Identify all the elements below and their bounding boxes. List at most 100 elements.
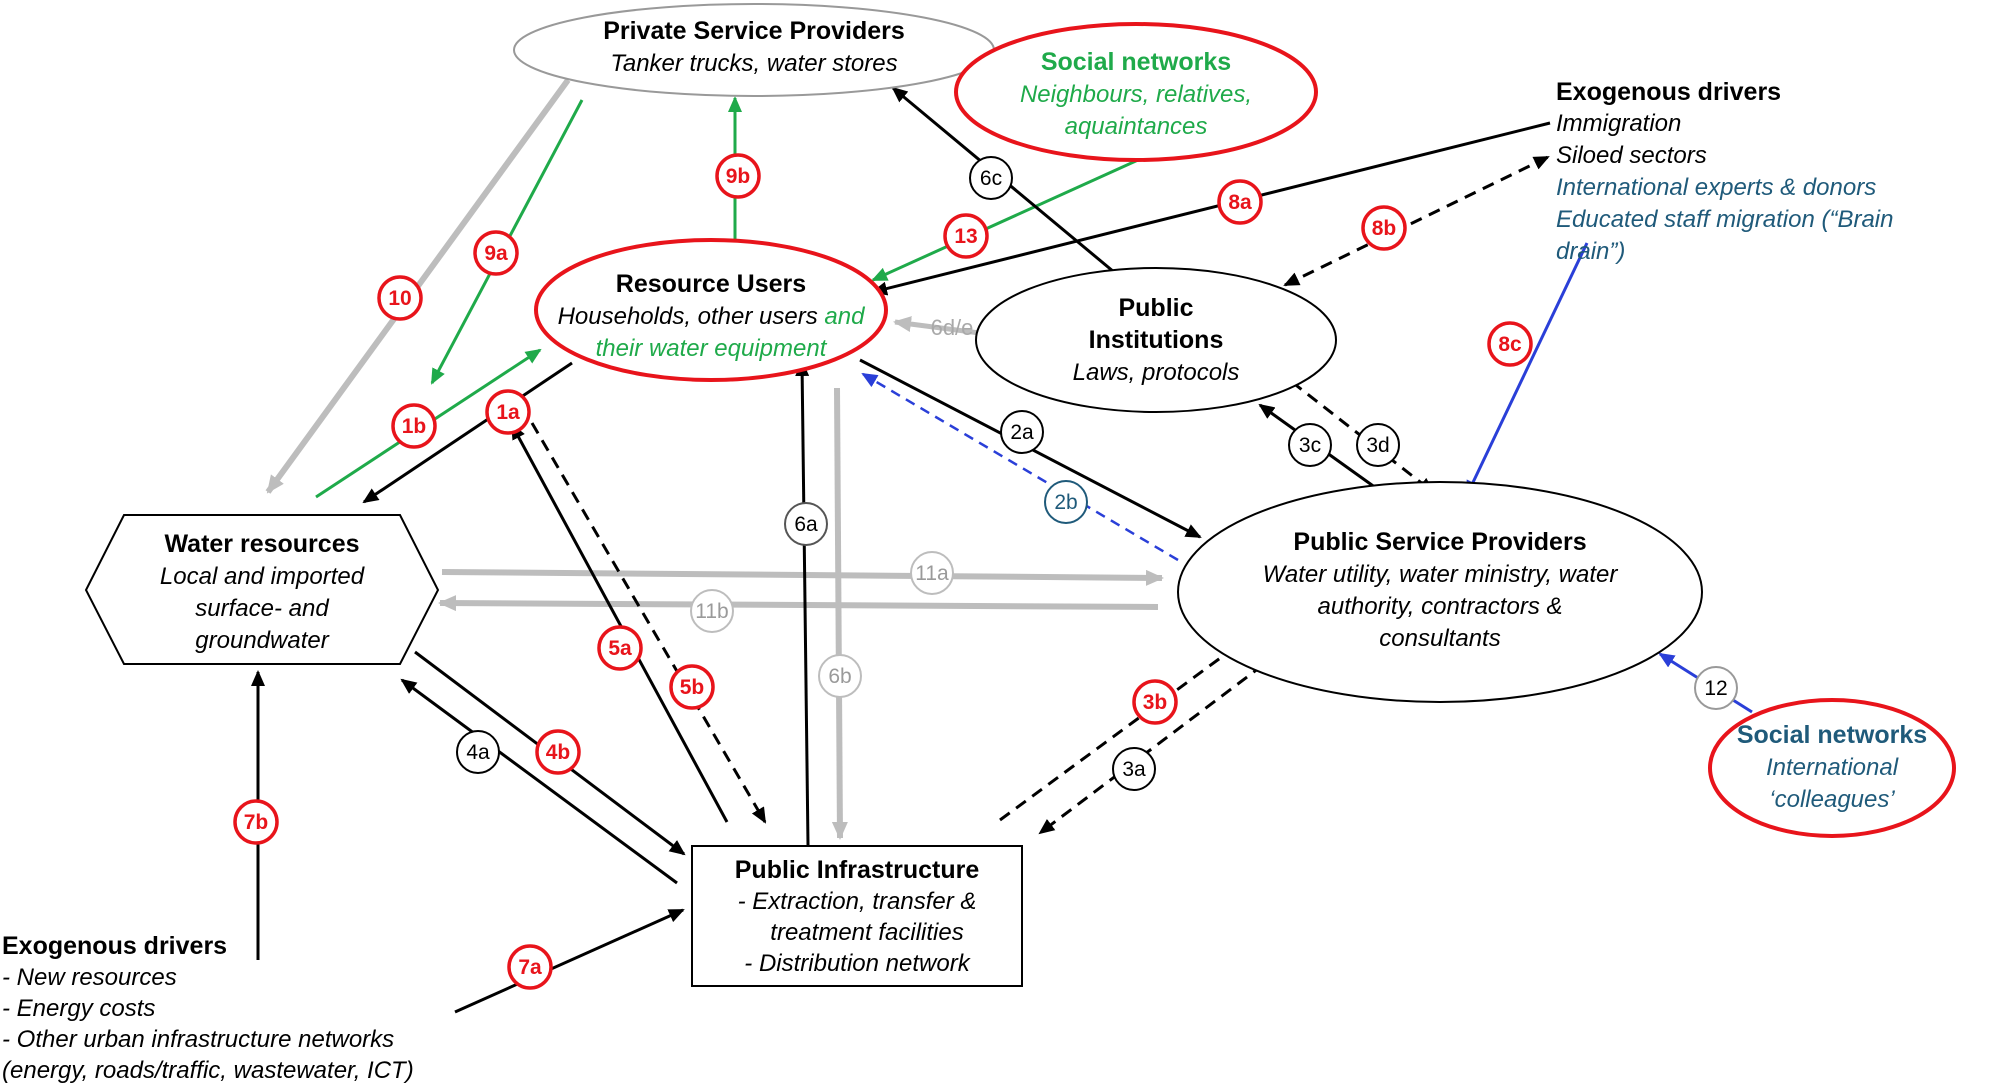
exogenous-top-title: Exogenous drivers bbox=[1556, 78, 1781, 106]
badge-13: 13 bbox=[943, 213, 989, 259]
exogenous-bottom-item: - New resources bbox=[2, 964, 177, 991]
svg-text:9b: 9b bbox=[726, 165, 751, 188]
resource-users-title: Resource Users bbox=[616, 270, 806, 298]
svg-text:5a: 5a bbox=[608, 637, 632, 660]
badge-3c: 3c bbox=[1288, 423, 1332, 467]
svg-text:5b: 5b bbox=[680, 676, 705, 699]
node-private-service-providers: Private Service Providers Tanker trucks,… bbox=[513, 3, 995, 97]
arrow-6a bbox=[795, 360, 810, 846]
node-public-service-providers: Public Service Providers Water utility, … bbox=[1177, 481, 1703, 703]
infrastructure-item: treatment facilities bbox=[770, 919, 963, 946]
badge-7b: 7b bbox=[233, 799, 279, 845]
arrow-8a bbox=[871, 121, 1551, 296]
svg-text:11b: 11b bbox=[695, 600, 728, 623]
resource-users-line2: their water equipment bbox=[596, 335, 828, 362]
resource-users-line1: Households, other users and bbox=[558, 303, 866, 330]
exogenous-top-item: International experts & donors bbox=[1556, 174, 1876, 201]
social-intl-line2: ‘colleagues’ bbox=[1769, 786, 1895, 813]
node-social-networks-local: Social networks Neighbours, relatives, a… bbox=[954, 22, 1318, 162]
infrastructure-item: - Distribution network bbox=[744, 950, 971, 977]
arrow-6b bbox=[831, 387, 848, 840]
public-institutions-subtitle: Laws, protocols bbox=[1073, 359, 1240, 386]
psp-line3: consultants bbox=[1379, 625, 1500, 652]
arrow-5a bbox=[510, 423, 729, 823]
arrow-8b bbox=[1283, 155, 1550, 287]
psp-line1: Water utility, water ministry, water bbox=[1263, 561, 1619, 588]
node-social-networks-international: Social networks International ‘colleague… bbox=[1708, 698, 1956, 838]
arrow-3b bbox=[999, 643, 1240, 822]
svg-text:3a: 3a bbox=[1122, 758, 1146, 781]
infrastructure-title: Public Infrastructure bbox=[735, 856, 980, 884]
svg-text:4b: 4b bbox=[546, 741, 571, 764]
water-resources-title: Water resources bbox=[165, 530, 360, 558]
badge-9b: 9b bbox=[715, 153, 761, 199]
social-intl-line1: International bbox=[1766, 754, 1899, 781]
arrow-5b bbox=[530, 422, 767, 824]
exogenous-top-item: Siloed sectors bbox=[1556, 142, 1707, 169]
arrow-7a bbox=[454, 908, 685, 1014]
node-water-resources: Water resources Local and imported surfa… bbox=[84, 514, 440, 665]
badge-4b: 4b bbox=[535, 729, 581, 775]
arrow-2b bbox=[861, 372, 1179, 562]
social-local-title: Social networks bbox=[1041, 48, 1231, 76]
badge-12: 12 bbox=[1694, 666, 1738, 710]
badge-3d: 3d bbox=[1356, 423, 1400, 467]
badge-9a: 9a bbox=[473, 230, 519, 276]
badge-1b: 1b bbox=[391, 403, 437, 449]
badge-2a: 2a bbox=[1000, 410, 1044, 454]
exogenous-bottom-item: (energy, roads/traffic, wastewater, ICT) bbox=[2, 1057, 414, 1084]
arrow-11a bbox=[441, 569, 1164, 586]
badge-6a: 6a bbox=[784, 502, 828, 546]
social-local-line2: aquaintances bbox=[1065, 113, 1208, 140]
social-intl-title: Social networks bbox=[1737, 721, 1927, 749]
social-local-line1: Neighbours, relatives, bbox=[1020, 81, 1252, 108]
badge-2b: 2b bbox=[1044, 480, 1088, 524]
water-resources-line2: surface- and bbox=[195, 595, 329, 622]
badge-1a: 1a bbox=[485, 389, 531, 435]
svg-text:4a: 4a bbox=[466, 741, 490, 764]
svg-text:8c: 8c bbox=[1498, 333, 1522, 356]
badge-8c: 8c bbox=[1487, 321, 1533, 367]
arrow-4a bbox=[400, 678, 678, 885]
svg-text:2b: 2b bbox=[1054, 491, 1077, 514]
svg-text:7b: 7b bbox=[244, 811, 269, 834]
badge-6c: 6c bbox=[969, 156, 1013, 200]
svg-text:3d: 3d bbox=[1366, 434, 1389, 457]
arrow-13 bbox=[871, 158, 1139, 282]
badge-8a: 8a bbox=[1217, 179, 1263, 225]
node-exogenous-drivers-top: Exogenous drivers Immigration Siloed sec… bbox=[1556, 78, 1894, 265]
svg-text:8a: 8a bbox=[1228, 191, 1252, 214]
svg-text:3b: 3b bbox=[1143, 691, 1168, 714]
exogenous-top-item: drain”) bbox=[1556, 238, 1625, 265]
svg-text:8b: 8b bbox=[1372, 217, 1397, 240]
arrow-1a bbox=[362, 361, 573, 504]
label-6de: 6d/e bbox=[931, 315, 974, 340]
badge-11b: 11b bbox=[690, 589, 734, 633]
node-public-infrastructure: Public Infrastructure - Extraction, tran… bbox=[691, 845, 1023, 987]
exogenous-top-item: Immigration bbox=[1556, 110, 1681, 137]
badge-7a: 7a bbox=[507, 944, 553, 990]
svg-text:11a: 11a bbox=[915, 562, 949, 585]
private-providers-title: Private Service Providers bbox=[603, 17, 905, 45]
svg-text:2a: 2a bbox=[1010, 421, 1034, 444]
badge-5a: 5a bbox=[597, 625, 643, 671]
badge-5b: 5b bbox=[669, 664, 715, 710]
svg-text:7a: 7a bbox=[518, 956, 542, 979]
badge-4a: 4a bbox=[456, 730, 500, 774]
badge-10: 10 bbox=[377, 275, 423, 321]
infrastructure-item: - Extraction, transfer & bbox=[738, 888, 977, 915]
svg-text:9a: 9a bbox=[484, 242, 508, 265]
water-resources-line3: groundwater bbox=[195, 627, 329, 654]
exogenous-top-item: Educated staff migration (“Brain bbox=[1556, 206, 1894, 233]
exogenous-bottom-item: - Energy costs bbox=[2, 995, 155, 1022]
svg-text:3c: 3c bbox=[1299, 434, 1321, 457]
node-exogenous-drivers-bottom: Exogenous drivers - New resources - Ener… bbox=[2, 932, 414, 1084]
exogenous-bottom-title: Exogenous drivers bbox=[2, 932, 227, 960]
arrow-8c bbox=[1465, 242, 1589, 497]
svg-text:13: 13 bbox=[954, 225, 977, 248]
arrow-3a bbox=[1038, 663, 1264, 835]
svg-text:6c: 6c bbox=[980, 167, 1002, 190]
node-resource-users: Resource Users Households, other users a… bbox=[534, 238, 888, 382]
badge-3a: 3a bbox=[1112, 747, 1156, 791]
